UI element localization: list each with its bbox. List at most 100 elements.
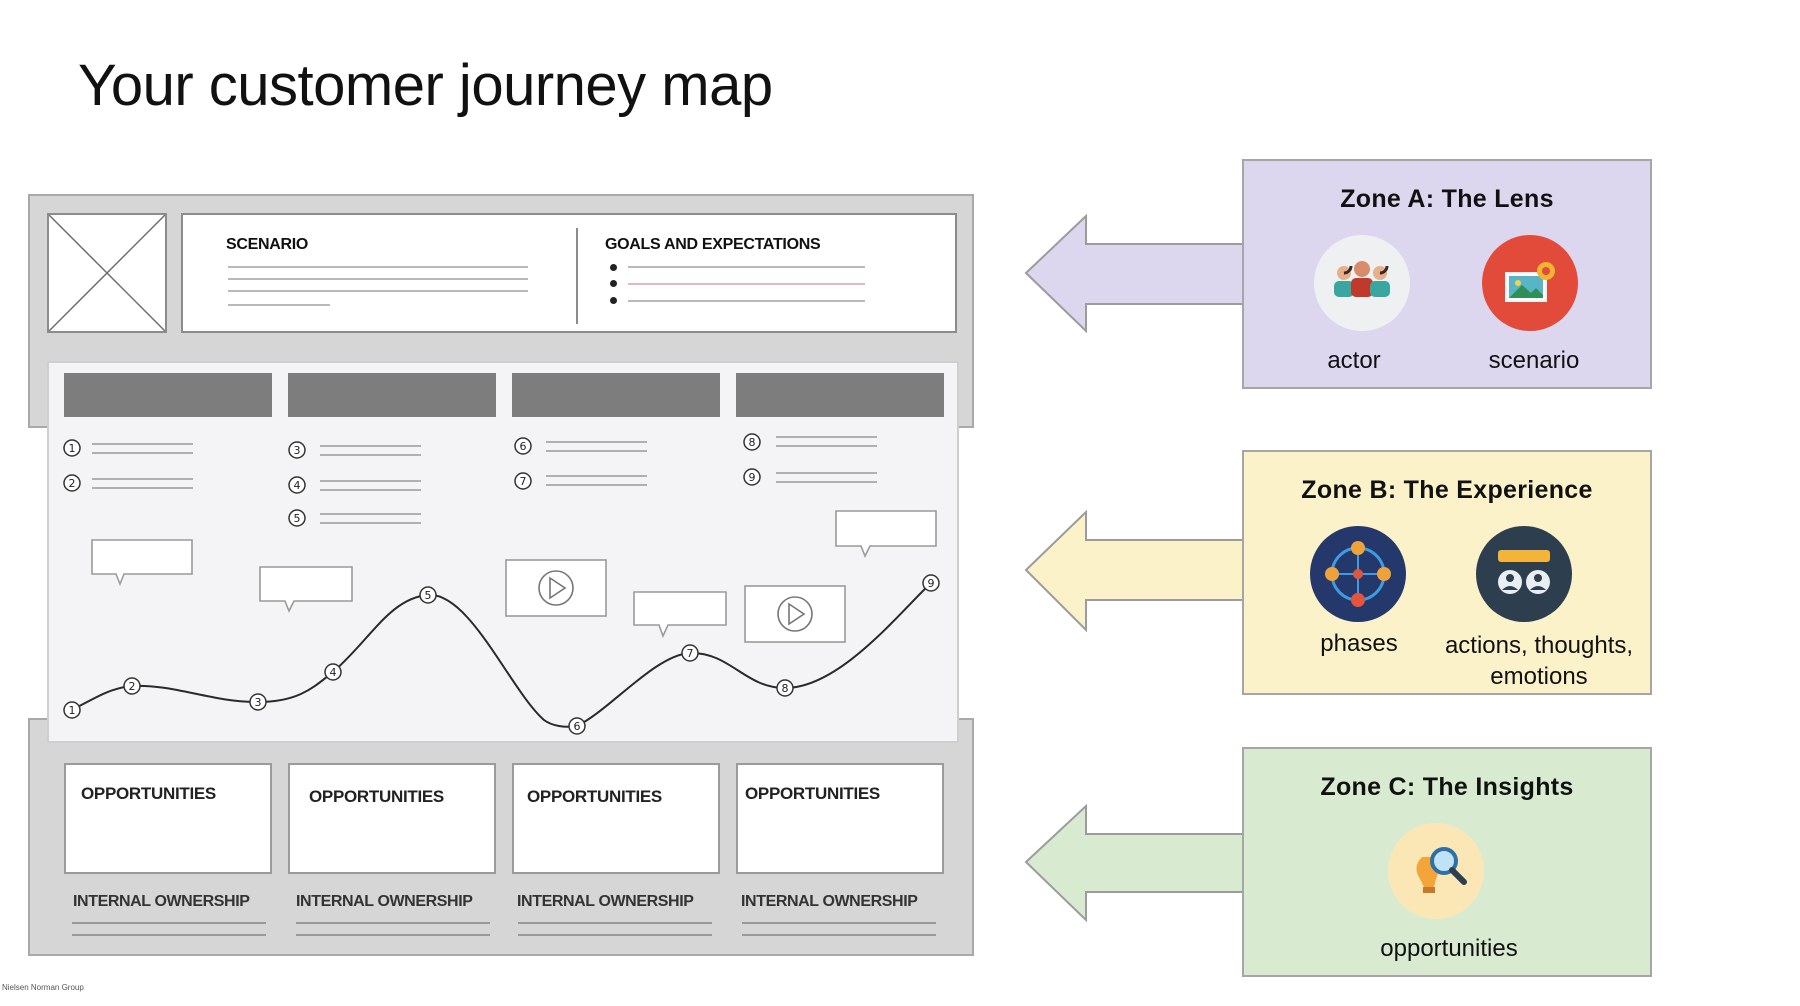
step-number: 1 bbox=[69, 704, 76, 717]
ownership-label: INTERNAL OWNERSHIP bbox=[517, 893, 694, 910]
opportunities-label: OPPORTUNITIES bbox=[745, 784, 880, 803]
step-number: 4 bbox=[294, 479, 301, 492]
phases-caption: phases bbox=[1320, 630, 1398, 657]
speech-bubble bbox=[91, 539, 193, 587]
step-number: 9 bbox=[928, 577, 935, 590]
persona-image-placeholder bbox=[47, 213, 167, 333]
network-people-icon bbox=[1310, 526, 1406, 622]
speech-bubble bbox=[633, 591, 727, 639]
step-number: 3 bbox=[294, 444, 301, 457]
step-marker: 8 bbox=[776, 679, 794, 697]
step-marker: 7 bbox=[514, 472, 532, 490]
image-placeholder-icon bbox=[48, 214, 166, 332]
step-marker: 9 bbox=[743, 468, 761, 486]
zone-a-arrow bbox=[1024, 213, 1249, 334]
phase-bar bbox=[288, 373, 496, 417]
step-number: 2 bbox=[69, 477, 76, 490]
opportunities-label: OPPORTUNITIES bbox=[527, 787, 662, 806]
zone-b-box: Zone B: The Experience phases actions, t… bbox=[1242, 450, 1652, 695]
ownership-line bbox=[518, 922, 712, 924]
step-number: 1 bbox=[69, 442, 76, 455]
step-marker: 3 bbox=[288, 441, 306, 459]
zone-c-arrow bbox=[1024, 803, 1249, 923]
step-number: 7 bbox=[687, 647, 694, 660]
opportunities-box bbox=[736, 763, 944, 874]
step-marker: 8 bbox=[743, 433, 761, 451]
opportunities-box bbox=[512, 763, 720, 874]
phase-bar bbox=[512, 373, 720, 417]
ownership-line bbox=[742, 922, 936, 924]
zone-b-title: Zone B: The Experience bbox=[1301, 476, 1593, 504]
ownership-label: INTERNAL OWNERSHIP bbox=[73, 893, 250, 910]
opportunities-label: OPPORTUNITIES bbox=[81, 784, 216, 803]
zone-a-box: Zone A: The Lens actor scenario bbox=[1242, 159, 1652, 389]
step-marker: 1 bbox=[63, 439, 81, 457]
step-number: 5 bbox=[425, 589, 432, 602]
opportunities-box bbox=[64, 763, 272, 874]
journey-diagram: 1 2 3 4 5 6 7 8 9 1 2 3 4 5 6 7 8 9 bbox=[63, 433, 940, 735]
step-number: 9 bbox=[749, 471, 756, 484]
step-number: 5 bbox=[294, 512, 301, 525]
step-number: 6 bbox=[520, 440, 527, 453]
step-number: 6 bbox=[574, 720, 581, 733]
step-marker: 5 bbox=[419, 586, 437, 604]
video-icon bbox=[505, 559, 607, 617]
ownership-label: INTERNAL OWNERSHIP bbox=[296, 893, 473, 910]
video-icon bbox=[744, 585, 846, 643]
zone-c-box: Zone C: The Insights opportunities bbox=[1242, 747, 1652, 977]
scenario-line bbox=[228, 278, 528, 280]
actions-thoughts-emotions-caption: actions, thoughts, emotions bbox=[1444, 632, 1634, 690]
step-number: 8 bbox=[749, 436, 756, 449]
ownership-line bbox=[72, 934, 266, 936]
step-marker: 2 bbox=[123, 677, 141, 695]
step-number: 7 bbox=[520, 475, 527, 488]
scenario-line bbox=[228, 266, 528, 268]
page-title: Your customer journey map bbox=[78, 53, 773, 118]
phase-bar bbox=[64, 373, 272, 417]
speech-bubble bbox=[835, 510, 937, 558]
step-number: 2 bbox=[129, 680, 136, 693]
ownership-line bbox=[518, 934, 712, 936]
step-marker: 3 bbox=[249, 693, 267, 711]
opportunities-box bbox=[288, 763, 496, 874]
step-marker: 6 bbox=[514, 437, 532, 455]
zone-b-arrow bbox=[1024, 509, 1249, 633]
goal-line bbox=[628, 283, 865, 285]
goal-bullet bbox=[610, 264, 617, 271]
bulb-magnifier-icon bbox=[1388, 823, 1484, 919]
step-marker: 4 bbox=[288, 476, 306, 494]
step-marker: 6 bbox=[568, 717, 586, 735]
scenario-line bbox=[228, 290, 528, 292]
people-group-icon bbox=[1314, 235, 1410, 331]
zone-a-title: Zone A: The Lens bbox=[1340, 185, 1554, 213]
step-marker: 1 bbox=[63, 701, 81, 719]
scenario-caption: scenario bbox=[1488, 347, 1580, 374]
step-number: 4 bbox=[330, 666, 337, 679]
speech-bubble bbox=[259, 566, 353, 613]
opportunities-caption: opportunities bbox=[1380, 935, 1518, 962]
step-marker: 7 bbox=[681, 644, 699, 662]
step-marker: 2 bbox=[63, 474, 81, 492]
ownership-line bbox=[72, 922, 266, 924]
experience-panel bbox=[47, 361, 959, 743]
actor-caption: actor bbox=[1327, 347, 1381, 374]
step-number: 8 bbox=[782, 682, 789, 695]
step-number: 3 bbox=[255, 696, 262, 709]
goals-label: GOALS AND EXPECTATIONS bbox=[605, 236, 821, 253]
zone-c-title: Zone C: The Insights bbox=[1320, 773, 1574, 801]
ownership-line bbox=[296, 934, 490, 936]
goal-bullet bbox=[610, 297, 617, 304]
opportunities-label: OPPORTUNITIES bbox=[309, 787, 444, 806]
credit-text: Nielsen Norman Group bbox=[2, 983, 84, 992]
phase-bar bbox=[736, 373, 944, 417]
scenario-line bbox=[228, 304, 330, 306]
step-marker: 9 bbox=[922, 574, 940, 592]
step-marker: 4 bbox=[324, 663, 342, 681]
scenario-goals-box bbox=[181, 213, 957, 333]
goal-bullet bbox=[610, 280, 617, 287]
picture-gear-icon bbox=[1482, 235, 1578, 331]
header-divider bbox=[576, 228, 578, 324]
ownership-line bbox=[296, 922, 490, 924]
chat-people-icon bbox=[1476, 526, 1572, 622]
